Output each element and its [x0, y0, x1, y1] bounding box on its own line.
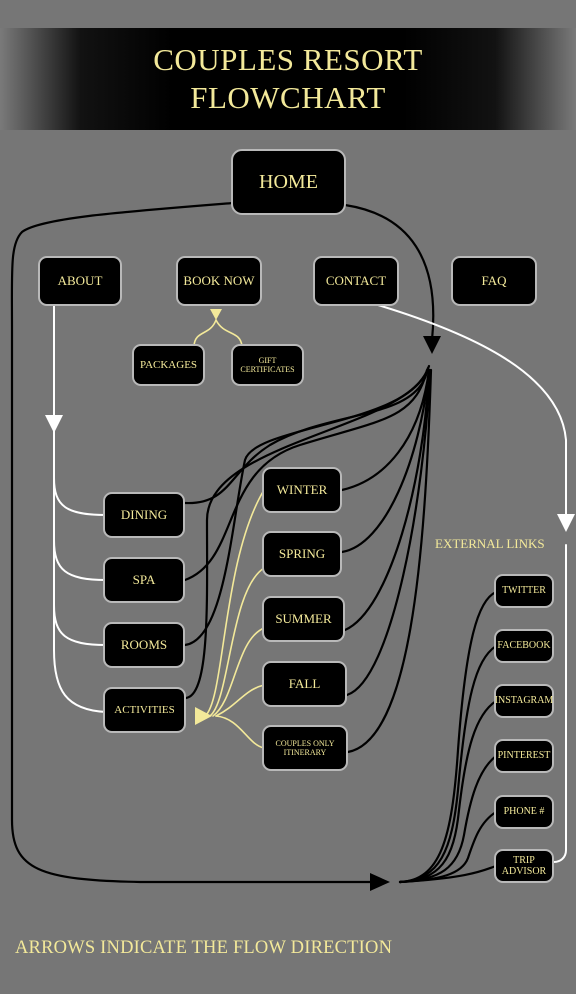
- node-contact[interactable]: CONTACT: [313, 256, 399, 306]
- node-activities[interactable]: ACTIVITIES: [103, 687, 186, 733]
- connector-rooms-to-hub: [183, 366, 430, 647]
- arrowhead-hub: [423, 336, 441, 354]
- node-gift-certificates[interactable]: GIFT CERTIFICATES: [231, 344, 304, 386]
- connector-fall-to-hub: [345, 368, 432, 697]
- node-spring[interactable]: SPRING: [262, 531, 342, 577]
- connector-tripadvisor-to-bottom: [398, 864, 498, 884]
- node-dining[interactable]: DINING: [103, 492, 185, 538]
- connector-about-to-activities: [53, 429, 107, 713]
- connector-home-to-left: [10, 201, 380, 884]
- connector-about-to-dining: [53, 477, 107, 516]
- white-connectors: [45, 304, 575, 863]
- node-rooms[interactable]: ROOMS: [103, 622, 185, 668]
- node-spa[interactable]: SPA: [103, 557, 185, 603]
- arrowhead-activities: [195, 707, 212, 725]
- arrowhead-external: [557, 514, 575, 532]
- title-banner: [0, 28, 576, 130]
- node-trip-advisor[interactable]: TRIP ADVISOR: [494, 849, 554, 883]
- connector-facebook-to-bottom: [398, 644, 498, 884]
- node-phone[interactable]: PHONE #: [494, 795, 554, 829]
- connector-winter-to-hub: [340, 368, 431, 492]
- node-home[interactable]: HOME: [231, 149, 346, 215]
- connector-about-to-spa: [53, 539, 107, 581]
- title-line-2: FLOWCHART: [190, 80, 386, 115]
- footer-note: ARROWS INDICATE THE FLOW DIRECTION: [15, 938, 393, 958]
- node-pinterest[interactable]: PINTEREST: [494, 739, 554, 773]
- connector-spring-to-hub: [340, 368, 431, 554]
- node-twitter[interactable]: TWITTER: [494, 574, 554, 608]
- connector-booknow-to-packages: [193, 319, 217, 347]
- connector-booknow-to-gift: [215, 319, 243, 347]
- connector-activities-to-fall: [215, 684, 265, 717]
- connector-activities-to-itinerary: [215, 715, 265, 749]
- arrowhead-bottom: [370, 873, 390, 891]
- node-facebook[interactable]: FACEBOOK: [494, 629, 554, 663]
- node-fall[interactable]: FALL: [262, 661, 347, 707]
- title-line-1: COUPLES RESORT: [153, 42, 423, 77]
- yellow-connectors: [193, 309, 265, 749]
- connector-itinerary-to-hub: [346, 368, 433, 754]
- node-faq[interactable]: FAQ: [451, 256, 537, 306]
- connector-activities-to-summer: [212, 627, 265, 717]
- arrowhead-about: [45, 415, 63, 433]
- connector-activities-to-hub: [184, 364, 431, 700]
- connector-spa-to-hub: [183, 368, 429, 582]
- connector-pinterest-to-bottom: [398, 754, 498, 884]
- arrowhead-booknow: [210, 309, 222, 320]
- connector-home-to-hub: [343, 203, 435, 342]
- connector-activities-to-winter: [204, 489, 265, 717]
- connector-contact-to-external: [377, 304, 567, 516]
- external-links-label: EXTERNAL LINKS: [435, 536, 545, 551]
- connector-summer-to-hub: [343, 368, 431, 632]
- connector-instagram-to-bottom: [398, 699, 498, 884]
- node-summer[interactable]: SUMMER: [262, 596, 345, 642]
- black-connectors: [10, 201, 498, 891]
- connector-about-to-rooms: [53, 604, 107, 646]
- node-couples-itinerary[interactable]: COUPLES ONLY ITINERARY: [262, 725, 348, 771]
- connector-dining-to-hub: [183, 370, 429, 505]
- connector-activities-to-spring: [209, 567, 265, 717]
- node-book-now[interactable]: BOOK NOW: [176, 256, 262, 306]
- connector-external-return: [553, 544, 567, 863]
- node-packages[interactable]: PACKAGES: [132, 344, 205, 386]
- node-instagram[interactable]: INSTAGRAM: [494, 684, 554, 718]
- node-winter[interactable]: WINTER: [262, 467, 342, 513]
- node-about[interactable]: ABOUT: [38, 256, 122, 306]
- connector-twitter-to-bottom: [398, 590, 498, 884]
